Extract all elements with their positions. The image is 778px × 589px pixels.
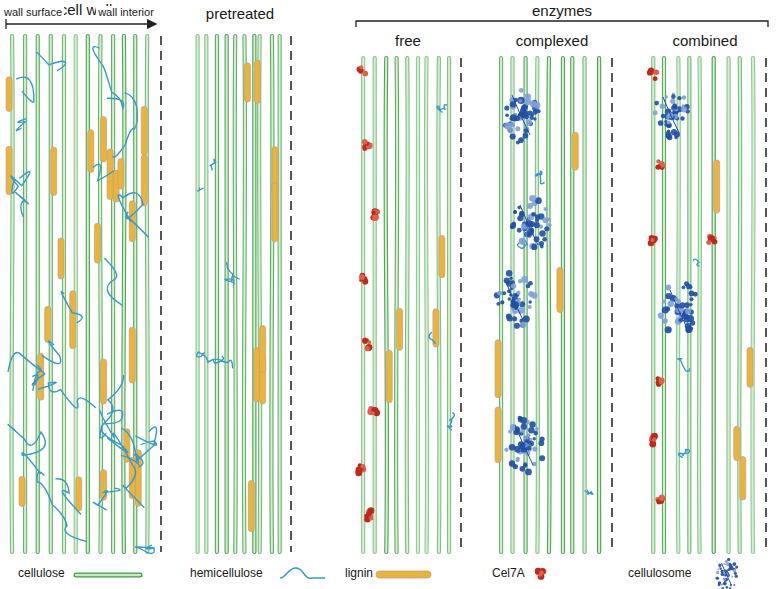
legend-samples [76, 558, 738, 589]
legend-label: Cel7A [492, 567, 525, 580]
panel-title: enzymes [530, 3, 594, 20]
group-bracket [356, 21, 768, 27]
legend-label: cellulose [18, 567, 65, 580]
panel-title: complexed [514, 33, 591, 50]
legend-label: lignin [345, 567, 373, 580]
legend-label: cellulosome [628, 567, 691, 580]
axis-label: wall interior [96, 6, 156, 18]
panel-title: free [393, 33, 423, 50]
arrow-tick [5, 19, 6, 29]
legend-label: hemicellulose [190, 567, 263, 580]
axis-label: wall surface [2, 6, 64, 18]
direction-arrow [6, 23, 156, 24]
panel-title: pretreated [204, 6, 276, 23]
panel-title: combined [670, 33, 739, 50]
